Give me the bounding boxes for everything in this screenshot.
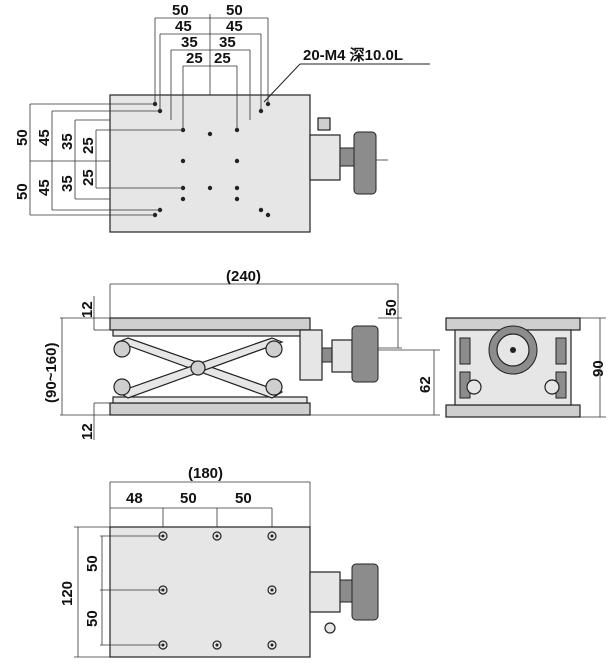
- top-vdim-50-lower: 50: [14, 183, 31, 200]
- side-dim-length: (240): [226, 268, 261, 285]
- top-view-body: [109, 94, 311, 233]
- top-vdim-45-lower: 45: [36, 179, 53, 196]
- bottom-view-body: [109, 526, 311, 658]
- top-knob-housing: [309, 134, 341, 181]
- end-bottom-plate: [445, 404, 581, 418]
- bottom-dim-length: (180): [188, 465, 223, 482]
- side-dim-top-plate: 12: [79, 301, 96, 318]
- side-dim-knob-offset: 50: [383, 299, 400, 316]
- top-dim-50-right: 50: [226, 2, 243, 19]
- top-knob-collar: [317, 117, 331, 131]
- top-dim-45-right: 45: [226, 18, 243, 35]
- bottom-dim-width: 120: [59, 581, 76, 606]
- scissor-pivot-tl: [113, 340, 131, 358]
- side-knob: [351, 325, 379, 383]
- bottom-dim-spacing-3: 50: [235, 490, 252, 507]
- bottom-dim-spacing-1: 48: [126, 490, 143, 507]
- top-vdim-25-lower: 25: [80, 169, 97, 186]
- side-dim-knob-height: 62: [417, 376, 434, 393]
- bottom-view: (180) 48 50 50 120 50 50: [59, 465, 379, 658]
- top-view: 50 50 45 45 35 35 25 25 20-M4 深10.0L 50 …: [14, 2, 430, 233]
- top-vdim-50-upper: 50: [14, 129, 31, 146]
- end-dim-height: 90: [590, 360, 607, 377]
- top-dim-35-right: 35: [219, 34, 236, 51]
- top-vdim-45-upper: 45: [36, 129, 53, 146]
- top-vdim-25-upper: 25: [80, 137, 97, 154]
- thread-note: 20-M4 深10.0L: [303, 46, 403, 64]
- scissor-pivot-br: [265, 378, 283, 396]
- top-vdim-35-lower: 35: [59, 175, 76, 192]
- top-dim-25-left: 25: [186, 50, 203, 67]
- side-dim-bottom-plate: 12: [79, 423, 96, 440]
- bottom-vdim-lower: 50: [84, 610, 101, 627]
- scissor-pivot-center: [190, 360, 206, 376]
- top-knob-shaft: [339, 147, 355, 167]
- top-dim-50-left: 50: [172, 2, 189, 19]
- top-knob: [353, 131, 377, 195]
- top-dim-25-right: 25: [214, 50, 231, 67]
- end-view: 90: [445, 317, 607, 418]
- bottom-knob: [351, 563, 379, 621]
- side-view: (240) 50 62 (90~160) 12 1: [43, 268, 440, 440]
- top-dim-35-left: 35: [181, 34, 198, 51]
- side-dim-height-range: (90~160): [43, 343, 60, 403]
- side-top-plate: [109, 317, 311, 331]
- top-vdim-35-upper: 35: [59, 133, 76, 150]
- top-dim-45-left: 45: [175, 18, 192, 35]
- scissor-pivot-tr: [265, 340, 283, 358]
- side-bottom-plate: [109, 402, 311, 416]
- scissor-pivot-bl: [113, 378, 131, 396]
- bottom-vdim-upper: 50: [84, 555, 101, 572]
- bottom-dim-spacing-2: 50: [180, 490, 197, 507]
